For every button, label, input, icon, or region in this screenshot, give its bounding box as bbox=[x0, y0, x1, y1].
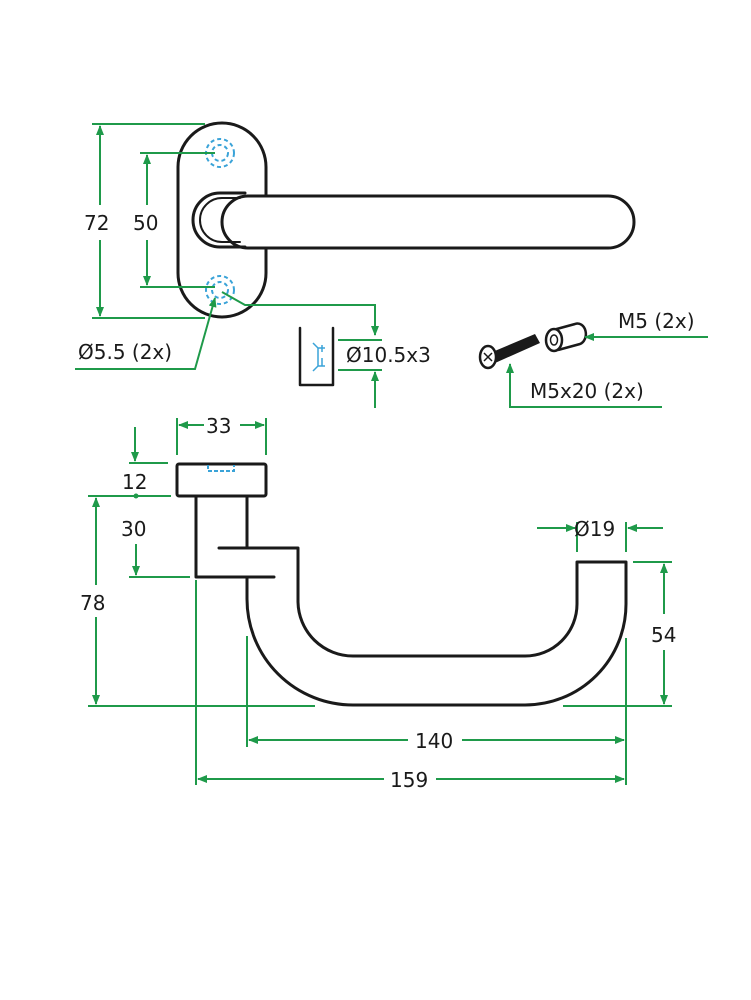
leader-countersink bbox=[221, 291, 379, 336]
rose-hidden-hole bbox=[207, 465, 235, 472]
dim-hole-spacing: 50 bbox=[133, 152, 215, 288]
screw-icon bbox=[478, 334, 540, 370]
label-neck-height: 30 bbox=[121, 517, 146, 541]
dim-nut: M5 (2x) bbox=[584, 309, 708, 341]
top-view: 72 50 Ø5.5 (2x) bbox=[75, 121, 636, 370]
label-total-length: 159 bbox=[390, 768, 428, 792]
dim-rose-width: 33 bbox=[176, 414, 267, 455]
lever-arm bbox=[220, 194, 636, 250]
label-nut: M5 (2x) bbox=[618, 309, 695, 333]
dim-hole-diameter: Ø5.5 (2x) bbox=[75, 297, 217, 370]
dim-total-height: 78 bbox=[80, 497, 315, 707]
label-hole-diameter: Ø5.5 (2x) bbox=[78, 340, 172, 364]
hardware: M5 (2x) M5x20 (2x) bbox=[478, 309, 708, 408]
label-hole-spacing: 50 bbox=[133, 211, 158, 235]
lever-collar-inner bbox=[199, 197, 241, 243]
side-view: 33 12 30 78 Ø19 bbox=[80, 414, 676, 792]
lever-grip-profile bbox=[217, 546, 628, 707]
dim-total-length: 159 bbox=[197, 768, 625, 792]
label-screw: M5x20 (2x) bbox=[530, 379, 644, 403]
dim-rose-thickness: 12 bbox=[122, 427, 168, 494]
label-countersink: Ø10.5x3 bbox=[346, 343, 431, 367]
nut-icon bbox=[544, 322, 588, 353]
dim-screw: M5x20 (2x) bbox=[506, 363, 662, 408]
rose-side bbox=[175, 462, 268, 498]
dim-neck-height: 30 bbox=[88, 493, 190, 578]
dim-grip-drop: 54 bbox=[563, 561, 676, 707]
label-rose-height: 72 bbox=[84, 211, 109, 235]
screw-hole-bottom bbox=[205, 275, 235, 305]
label-total-height: 78 bbox=[80, 591, 105, 615]
label-grip-drop: 54 bbox=[651, 623, 676, 647]
dim-grip-diameter: Ø19 bbox=[537, 517, 663, 552]
label-grip-diameter: Ø19 bbox=[574, 517, 615, 541]
dim-rose-height: 72 bbox=[84, 123, 205, 319]
countersink-detail: Ø10.5x3 bbox=[298, 326, 431, 408]
neck-left bbox=[194, 494, 276, 579]
label-rose-width: 33 bbox=[206, 414, 231, 438]
label-rose-thickness: 12 bbox=[122, 470, 147, 494]
label-grip-length: 140 bbox=[415, 729, 453, 753]
lever-collar bbox=[191, 191, 247, 249]
dim-grip-length: 140 bbox=[248, 729, 625, 753]
